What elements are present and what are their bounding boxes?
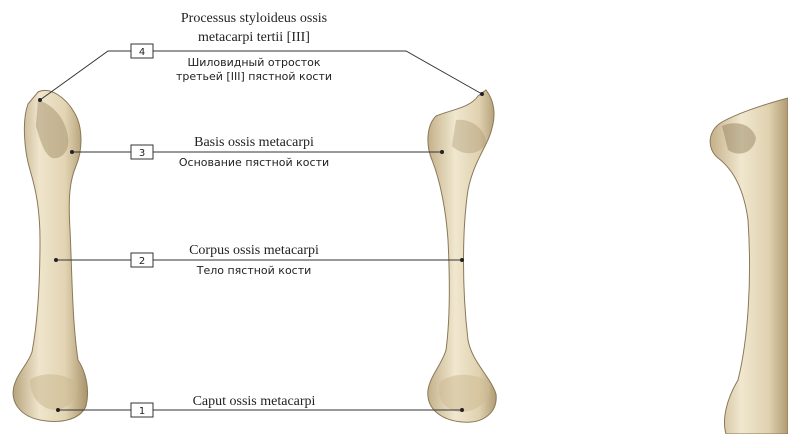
number-1: 1 <box>139 406 145 417</box>
number-3: 3 <box>139 148 145 159</box>
label-4-russian-line-2: третьей [III] пястной кости <box>176 70 332 83</box>
label-3-russian: Основание пястной кости <box>179 156 329 169</box>
leader-lines <box>40 51 482 410</box>
label-4-latin-line-1: Processus styloideus ossis <box>181 11 327 26</box>
bone-right-partial <box>710 98 788 434</box>
number-box-1: 1 <box>131 403 153 417</box>
number-2: 2 <box>139 256 145 267</box>
label-2-russian: Тело пястной кости <box>196 264 312 277</box>
label-4-russian-line-1: Шиловидный отросток <box>187 56 320 69</box>
number-box-2: 2 <box>131 253 153 267</box>
bone-middle <box>428 90 496 422</box>
label-1: Caput ossis metacarpi <box>193 394 316 409</box>
bone-left <box>13 90 87 421</box>
label-4-latin-line-2: metacarpi tertii [III] <box>198 30 310 45</box>
label-4: Processus styloideus ossis metacarpi ter… <box>176 11 332 83</box>
number-box-3: 3 <box>131 145 153 159</box>
label-1-latin: Caput ossis metacarpi <box>193 394 316 409</box>
number-4: 4 <box>139 47 145 58</box>
label-3-latin: Basis ossis metacarpi <box>194 135 314 150</box>
number-box-4: 4 <box>131 44 153 58</box>
label-2-latin: Corpus ossis metacarpi <box>189 243 319 258</box>
